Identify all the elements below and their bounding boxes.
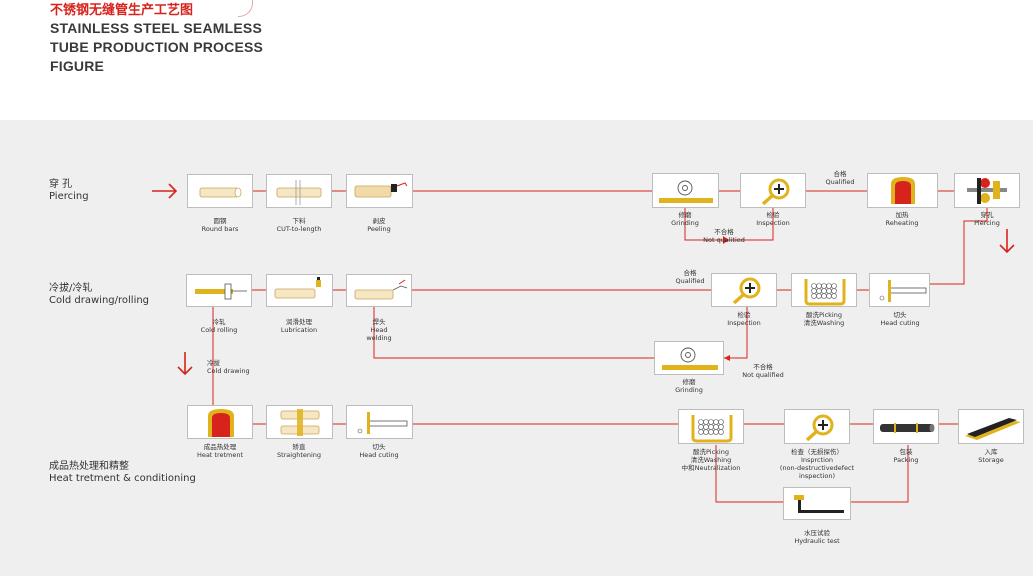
magnifier-icon [805,414,834,442]
title-chinese: 不锈钢无缝管生产工艺图 [50,3,194,18]
round-bars-box [187,174,253,208]
process-panel [0,120,1033,576]
straightening-icon [280,409,320,436]
hydraulic-test-icon [794,495,844,513]
head-welding-box [346,274,412,307]
grinding-wheel-icon [662,347,718,370]
magnifier-icon [732,277,761,305]
cutting-icon [357,412,408,434]
peeling-icon [354,182,408,198]
storage-box [958,409,1024,444]
reheating-box [867,173,938,208]
page-header: 不锈钢无缝管生产工艺图 STAINLESS STEEL SEAMLESS TUB… [50,2,263,76]
head-cutting-box-2 [346,405,413,439]
cold-rolling-icon [195,283,247,300]
furnace-icon [208,409,234,437]
cut-bar-icon [276,180,322,205]
tube-bundle-icon [880,423,935,433]
lubrication-icon [274,277,321,299]
heat-treatment-box [187,405,253,439]
head-cutting-box-1 [869,273,930,307]
welding-icon [354,279,408,300]
grinding-box-2 [654,341,724,375]
grinding-box-1 [652,173,719,208]
magnifier-icon [761,178,790,206]
cold-rolling-box [186,274,252,307]
arrowhead [723,236,729,244]
lubrication-box [266,274,333,307]
piercing-box [954,173,1020,208]
inspection-box-1 [740,173,806,208]
hydraulic-test-box [783,487,851,520]
title-english-line-1: STAINLESS STEEL SEAMLESS [50,20,262,36]
packing-box [873,409,939,444]
title-english-line-2: TUBE PRODUCTION PROCESS [50,39,264,55]
storage-rack-icon [965,418,1021,440]
label-inspection-3: 检查（无损探伤）Insprction(non-destructivedefect… [779,448,855,480]
pickling-tank-icon [804,279,846,306]
pickling-box-1 [791,273,857,307]
pickling-tank-icon [691,415,733,443]
title-english-line-3: FIGURE [50,58,105,74]
grinding-wheel-icon [659,180,713,203]
piercing-mill-icon [967,178,1007,204]
cut-to-length-box [266,174,332,208]
round-bar-icon [199,187,242,198]
cutting-icon [879,280,927,302]
peeling-box [346,174,413,208]
straightening-box [266,405,333,439]
furnace-icon [891,177,915,204]
inspection-box-2 [711,273,777,307]
pickling-box-2 [678,409,744,444]
inspection-box-3 [784,409,850,444]
